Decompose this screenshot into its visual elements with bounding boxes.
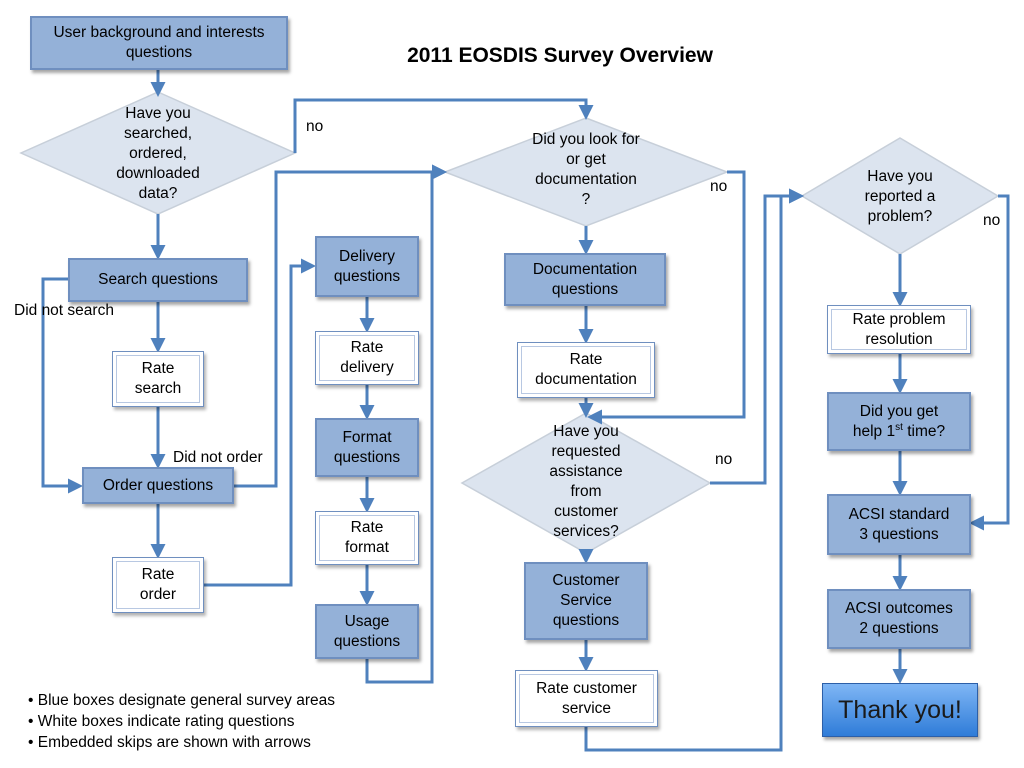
legend-note: • Blue boxes designate general survey ar… <box>28 692 336 709</box>
legend-note: • White boxes indicate rating questions <box>28 713 295 730</box>
help-first-time-box: Did you get help 1st time? <box>827 392 971 451</box>
acsi-standard-box: ACSI standard 3 questions <box>827 494 971 555</box>
edge-label-no-problem: no <box>983 212 1001 229</box>
edge-usage-to-documentation <box>365 164 447 684</box>
page-title: 2011 EOSDIS Survey Overview <box>407 44 713 67</box>
legend-note: • Embedded skips are shown with arrows <box>28 734 311 751</box>
edge-label-did-not-order: Did not order <box>173 449 263 466</box>
format-questions-box: Format questions <box>315 418 419 477</box>
edge-searched-no <box>293 98 594 153</box>
legend-notes: • Blue boxes designate general survey ar… <box>28 690 335 753</box>
edge-assistance-no <box>710 188 804 485</box>
decision-documentation-text: Did you look for or get documentation ? <box>532 131 640 208</box>
edge-label-no-searched: no <box>306 118 324 135</box>
thank-you-box: Thank you! <box>822 683 978 737</box>
rate-order-box: Rate order <box>112 557 204 613</box>
rate-format-box: Rate format <box>315 511 419 565</box>
delivery-questions-box: Delivery questions <box>315 236 419 297</box>
decision-searched-text: Have you searched, ordered, downloaded d… <box>116 105 200 202</box>
search-questions-box: Search questions <box>68 258 248 302</box>
rate-problem-resolution-box: Rate problem resolution <box>827 305 971 354</box>
edge-did-not-search <box>41 277 83 494</box>
edge-label-did-not-search: Did not search <box>14 302 114 319</box>
rate-documentation-box: Rate documentation <box>517 342 655 398</box>
edge-documentation-no <box>587 170 746 425</box>
rate-search-box: Rate search <box>112 351 204 407</box>
usage-questions-box: Usage questions <box>315 604 419 659</box>
acsi-outcomes-box: ACSI outcomes 2 questions <box>827 589 971 649</box>
order-questions-box: Order questions <box>82 467 234 504</box>
customer-service-questions-box: Customer Service questions <box>524 562 648 640</box>
help-first-time-label: Did you get help 1st time? <box>852 402 946 440</box>
edge-problem-no <box>969 194 1010 531</box>
edge-rate-order-to-delivery <box>204 258 316 587</box>
decision-problem-text: Have you reported a problem? <box>864 168 936 225</box>
user-background-box: User background and interests questions <box>30 16 288 70</box>
edge-rate-cs-to-problem <box>584 188 804 752</box>
edge-label-no-assistance: no <box>715 451 733 468</box>
edge-label-no-documentation: no <box>710 178 728 195</box>
decision-assistance-text: Have you requested assistance from custo… <box>549 423 623 540</box>
edge-did-not-order <box>234 164 447 488</box>
documentation-questions-box: Documentation questions <box>504 253 666 306</box>
rate-delivery-box: Rate delivery <box>315 331 419 385</box>
rate-customer-service-box: Rate customer service <box>515 670 658 727</box>
